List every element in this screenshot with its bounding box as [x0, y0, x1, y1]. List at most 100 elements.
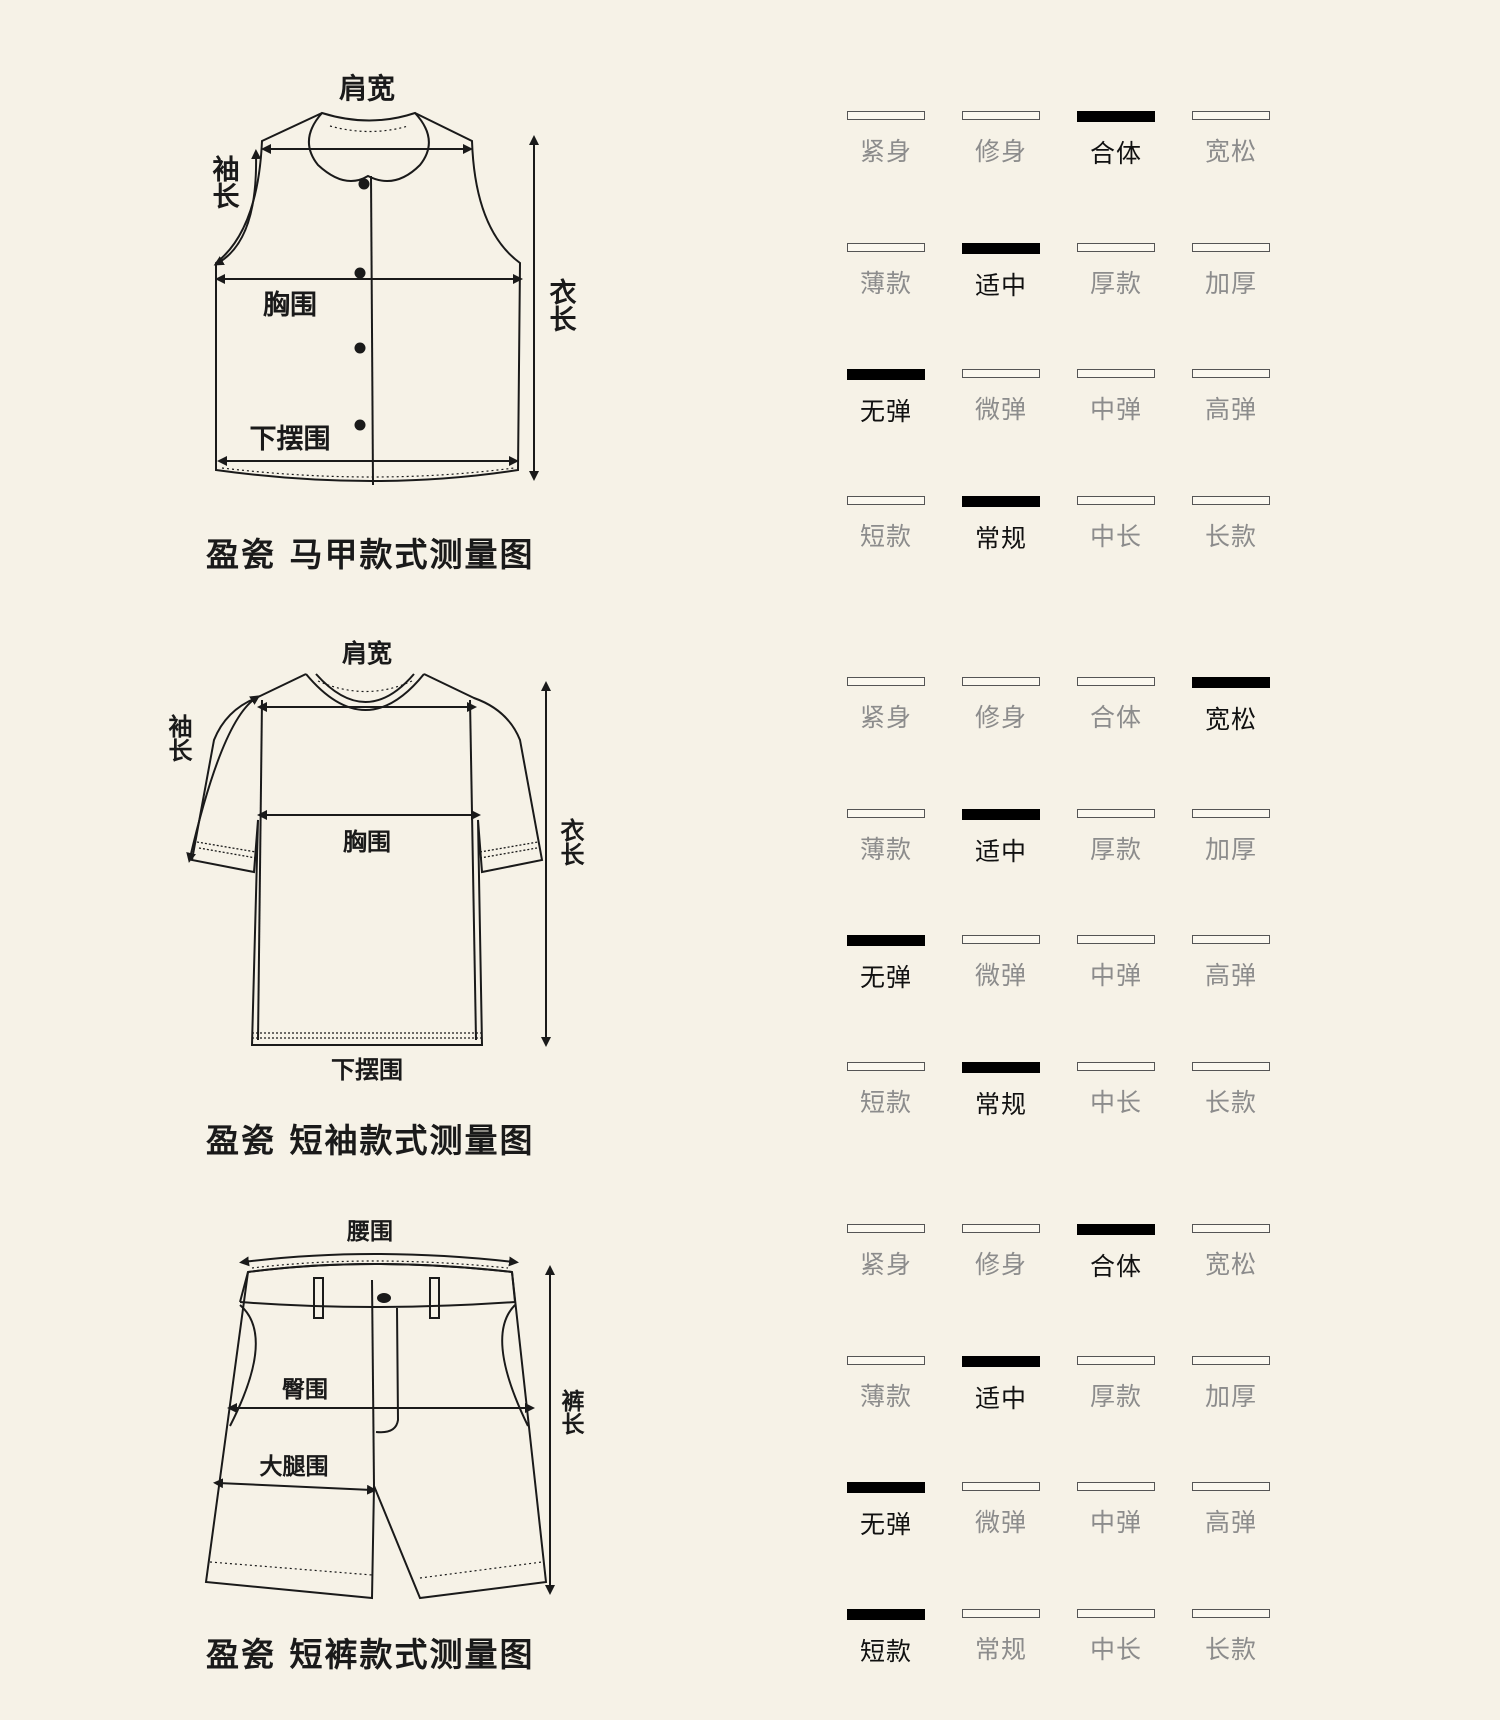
shorts-length-row: 短款常规中长长款	[845, 1609, 1305, 1689]
option: 中长	[1075, 1062, 1157, 1119]
option-label: 短款	[859, 1637, 912, 1666]
option-label: 宽松	[1204, 1250, 1257, 1279]
option-label: 常规	[974, 1090, 1027, 1119]
vest-length-row: 短款 常规 中长 长款	[845, 496, 1305, 576]
option: 微弹	[960, 369, 1042, 426]
tee-measurement-diagram: 肩宽 袖长 胸围 下摆围 衣长	[164, 639, 584, 1084]
option-indicator-bar	[1077, 369, 1155, 378]
vest-chest-label: 胸围	[263, 290, 317, 321]
selected-option: 短款	[845, 1609, 927, 1668]
option-label: 中长	[1089, 522, 1142, 551]
option-label: 短款	[859, 1088, 912, 1117]
option-indicator-bar	[847, 677, 925, 686]
option-label: 中弹	[1089, 1508, 1142, 1537]
shorts-outline	[204, 1263, 548, 1600]
option: 薄款	[845, 809, 927, 866]
option-indicator-bar	[962, 809, 1040, 820]
option-label: 宽松	[1204, 137, 1257, 166]
option-label: 修身	[974, 1250, 1027, 1279]
selected-option: 适中	[960, 243, 1042, 302]
option: 合体	[1075, 677, 1157, 734]
option-label: 紧身	[859, 137, 912, 166]
option-label: 短款	[859, 522, 912, 551]
option-indicator-bar	[1192, 111, 1270, 120]
option-indicator-bar	[1192, 1356, 1270, 1365]
shorts-fit-row: 紧身 修身 合体 宽松	[845, 1224, 1305, 1304]
option: 加厚	[1190, 809, 1272, 866]
option-label: 常规	[974, 524, 1027, 553]
option: 紧身	[845, 677, 927, 734]
option-label: 微弹	[974, 1508, 1027, 1537]
tee-outline	[190, 673, 544, 1046]
option: 常规	[960, 1609, 1042, 1666]
vest-length-label: 衣长	[545, 277, 577, 332]
option-indicator-bar	[1077, 677, 1155, 686]
selected-option: 常规	[960, 496, 1042, 555]
option-indicator-bar	[962, 1356, 1040, 1367]
shorts-section: 腰围 臀围 大腿围 裤长 盈瓷 短裤款式测量图 紧身 修身 合体 宽松 薄款适中厚款加…	[0, 1150, 1500, 1720]
option: 高弹	[1190, 935, 1272, 992]
option-label: 薄款	[859, 835, 912, 864]
vest-measurement-diagram: 肩宽 袖长 胸围 下摆围 衣长	[208, 72, 577, 486]
vest-hem-label: 下摆围	[250, 424, 331, 455]
shorts-waistband	[239, 1263, 517, 1308]
option-indicator-bar	[962, 1609, 1040, 1618]
option-indicator-bar	[847, 1062, 925, 1071]
shorts-thigh-label: 大腿围	[260, 1454, 329, 1480]
option-indicator-bar	[847, 935, 925, 946]
option-label: 加厚	[1204, 1382, 1257, 1411]
option-label: 中弹	[1089, 395, 1142, 424]
option-indicator-bar	[1077, 1609, 1155, 1618]
option-label: 合体	[1089, 1252, 1142, 1281]
option-label: 厚款	[1089, 269, 1142, 298]
option: 长款	[1190, 1062, 1272, 1119]
tee-chest-label: 胸围	[343, 828, 391, 856]
option-indicator-bar	[962, 935, 1040, 944]
selected-option: 无弹	[845, 369, 927, 428]
shorts-hip-label: 臀围	[282, 1377, 328, 1403]
vest-section: 肩宽 袖长 胸围 下摆围 衣长 盈瓷 马甲款式测量图 紧身修身合体宽松 薄款适中…	[0, 0, 1500, 590]
option-label: 高弹	[1204, 961, 1257, 990]
vest-shoulder-label: 肩宽	[339, 72, 395, 105]
shorts-measurement-diagram: 腰围 臀围 大腿围 裤长	[204, 1219, 585, 1600]
selected-option: 常规	[960, 1062, 1042, 1121]
option-label: 修身	[974, 137, 1027, 166]
option-indicator-bar	[962, 369, 1040, 378]
vest-collar	[308, 111, 430, 183]
option-indicator-bar	[1077, 809, 1155, 818]
option: 中弹	[1075, 935, 1157, 992]
option-label: 无弹	[859, 963, 912, 992]
option-indicator-bar	[1077, 1224, 1155, 1235]
vest-elasticity-row: 无弹微弹中弹高弹	[845, 369, 1305, 449]
option: 薄款	[845, 243, 927, 300]
option: 加厚	[1190, 243, 1272, 300]
option-label: 适中	[974, 837, 1027, 866]
option-label: 长款	[1204, 522, 1257, 551]
option: 中长	[1075, 1609, 1157, 1666]
shorts-thickness-row: 薄款适中厚款加厚	[845, 1356, 1305, 1436]
option: 宽松	[1190, 111, 1272, 168]
tee-hem-label: 下摆围	[331, 1056, 403, 1084]
option-indicator-bar	[1192, 496, 1270, 505]
shorts-caption: 盈瓷 短裤款式测量图	[206, 1635, 535, 1674]
option-indicator-bar	[1077, 935, 1155, 944]
option-indicator-bar	[847, 1224, 925, 1233]
option: 加厚	[1190, 1356, 1272, 1413]
option-label: 中长	[1089, 1088, 1142, 1117]
option-indicator-bar	[1192, 1062, 1270, 1071]
option-indicator-bar	[962, 677, 1040, 686]
option-indicator-bar	[1077, 1482, 1155, 1491]
option: 修身	[960, 1224, 1042, 1281]
option-indicator-bar	[1192, 809, 1270, 818]
option: 中弹	[1075, 369, 1157, 426]
tee-shoulder-label: 肩宽	[342, 639, 392, 668]
option: 紧身	[845, 1224, 927, 1281]
option-label: 加厚	[1204, 269, 1257, 298]
option-label: 薄款	[859, 1382, 912, 1411]
option-indicator-bar	[847, 496, 925, 505]
option-indicator-bar	[847, 809, 925, 818]
option-indicator-bar	[962, 1062, 1040, 1073]
shorts-length-label: 裤长	[557, 1388, 585, 1436]
option: 紧身	[845, 111, 927, 168]
option-label: 紧身	[859, 1250, 912, 1279]
